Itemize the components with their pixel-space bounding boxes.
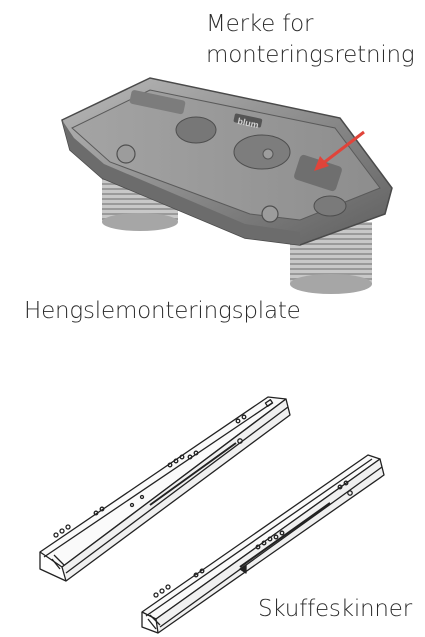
drawer-runners-image: [39, 396, 385, 634]
mounting-direction-label: Merke for monteringsretning: [206, 9, 415, 71]
hinge-plate-label: Hengslemonteringsplate: [24, 298, 301, 324]
plate-body: blum: [61, 77, 393, 246]
mounting-direction-label-line1: Merke for: [206, 11, 314, 37]
drawer-runners-label: Skuffeskinner: [258, 596, 412, 622]
mounting-direction-arrow: [314, 130, 365, 171]
lower-runner: [141, 454, 385, 634]
hinge-mounting-plate-image: blum: [61, 77, 393, 294]
plate-logo: blum: [237, 116, 260, 130]
upper-runner: [39, 396, 291, 582]
mounting-direction-label-line2: monteringsretning: [206, 42, 415, 68]
